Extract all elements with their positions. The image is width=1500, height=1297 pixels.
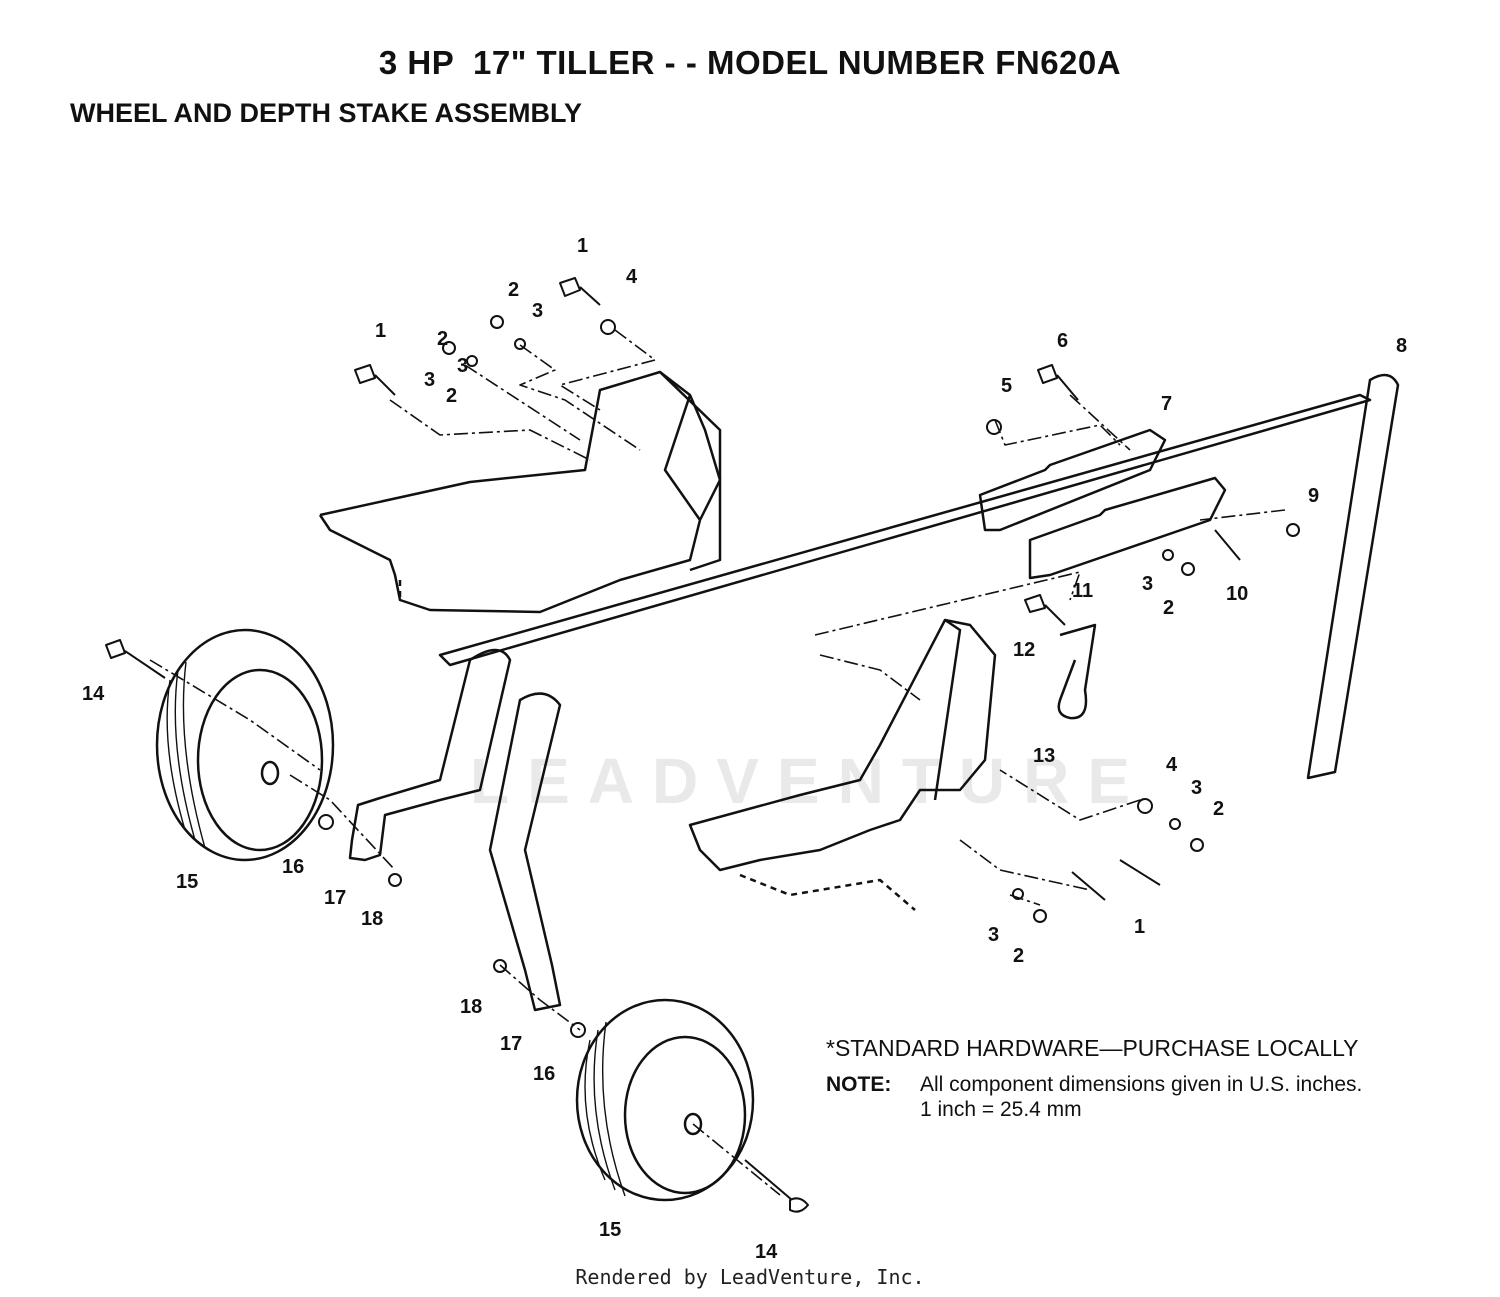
callout: 3 xyxy=(532,300,543,322)
callout: 16 xyxy=(533,1063,555,1085)
callout: 5 xyxy=(1001,375,1012,397)
right-bracket xyxy=(688,618,997,872)
callout: 18 xyxy=(361,908,383,930)
note-text: All component dimensions given in U.S. i… xyxy=(920,1073,1363,1096)
bolt-1c xyxy=(1071,859,1161,901)
callout: 14 xyxy=(82,683,105,705)
callout: 15 xyxy=(599,1219,621,1241)
diagram-subtitle: WHEEL AND DEPTH STAKE ASSEMBLY xyxy=(70,98,583,128)
bolt-14a xyxy=(105,639,166,679)
callout: 4 xyxy=(626,266,638,288)
bolt-12 xyxy=(1024,594,1066,626)
callout: 3 xyxy=(1191,777,1202,799)
diagram-title: 3 HP 17" TILLER - - MODEL NUMBER FN620A xyxy=(378,44,1122,81)
bolt-10 xyxy=(1214,529,1241,561)
note-conversion: 1 inch = 25.4 mm xyxy=(920,1098,1082,1121)
standard-hardware-note: *STANDARD HARDWARE—PURCHASE LOCALLY xyxy=(826,1035,1359,1061)
callout: 11 xyxy=(1072,580,1093,602)
callout: 3 xyxy=(457,355,468,377)
bolt-14b xyxy=(744,1159,809,1213)
wheel-right xyxy=(575,998,755,1202)
axle-bar xyxy=(438,393,1372,667)
callout: 18 xyxy=(460,996,482,1018)
left-bracket xyxy=(318,370,722,614)
wheel-arm-right xyxy=(488,692,562,1012)
note-label: NOTE: xyxy=(826,1073,892,1096)
callout: 17 xyxy=(324,887,346,909)
wheel-arm-left xyxy=(348,648,512,862)
left-bracket-flange xyxy=(659,371,722,572)
callout: 16 xyxy=(282,856,304,878)
callout: 12 xyxy=(1013,639,1035,661)
callout: 9 xyxy=(1308,485,1319,507)
wheel-left xyxy=(155,628,335,862)
callout: 3 xyxy=(1142,573,1153,595)
watermark: LEADVENTURE xyxy=(470,745,1149,817)
callout: 2 xyxy=(1013,945,1024,967)
callout: 8 xyxy=(1396,335,1407,357)
callout: 2 xyxy=(1213,798,1224,820)
bolt-1a xyxy=(559,277,601,306)
callout: 4 xyxy=(1166,754,1178,776)
callout: 2 xyxy=(446,385,457,407)
callout: 7 xyxy=(1161,393,1172,415)
depth-stake xyxy=(1306,373,1400,780)
callout: 1 xyxy=(1134,916,1145,938)
callout: 2 xyxy=(437,328,448,350)
callout: 15 xyxy=(176,871,198,893)
callout: 17 xyxy=(500,1033,522,1055)
callout: 3 xyxy=(988,924,999,946)
bolt-6 xyxy=(1037,364,1079,401)
callout: 2 xyxy=(508,279,519,301)
callout: 1 xyxy=(375,320,386,342)
callout: 10 xyxy=(1226,583,1248,605)
callout: 3 xyxy=(424,369,435,391)
clip-13 xyxy=(1057,623,1097,720)
plate-11 xyxy=(1028,476,1227,580)
callout: 13 xyxy=(1033,745,1055,767)
callout: 14 xyxy=(755,1241,778,1263)
callout: 6 xyxy=(1057,330,1068,352)
plate-7 xyxy=(978,428,1167,532)
callout: 1 xyxy=(577,235,588,257)
bolt-1b xyxy=(354,364,396,396)
callout: 2 xyxy=(1163,597,1174,619)
footer-credit: Rendered by LeadVenture, Inc. xyxy=(575,1265,925,1289)
